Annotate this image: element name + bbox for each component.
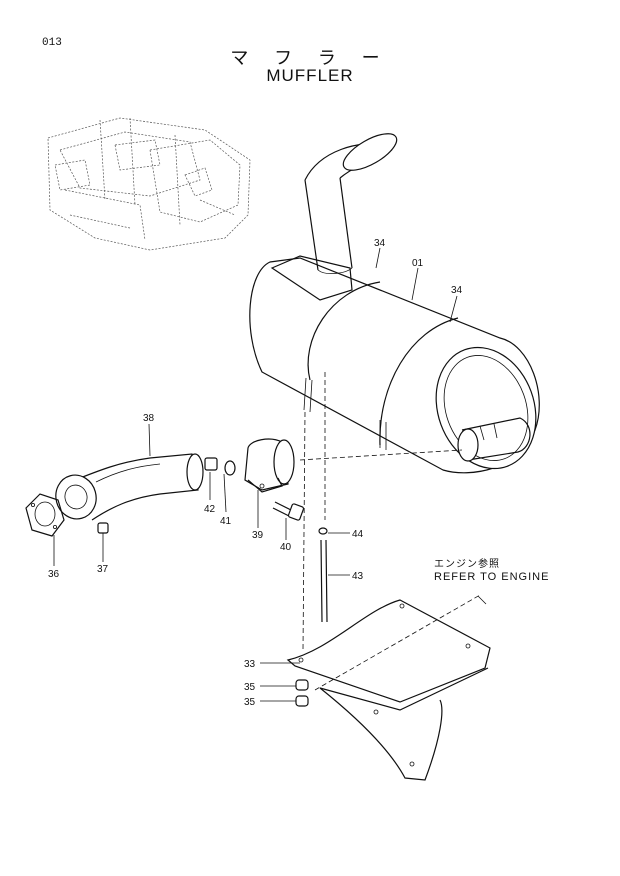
- refer-note-english: REFER TO ENGINE: [434, 571, 550, 583]
- callout-36: 36: [48, 569, 60, 580]
- leader-lines: [53, 247, 487, 702]
- callout-35-lower: 35: [244, 697, 256, 708]
- nut-42: [204, 457, 218, 471]
- callout-37: 37: [97, 564, 109, 575]
- callout-40: 40: [280, 542, 292, 553]
- muffler-body: [249, 133, 540, 474]
- title-english: MUFFLER: [266, 66, 354, 85]
- washer-44: [318, 527, 328, 535]
- callout-38: 38: [143, 413, 155, 424]
- washer-41: [224, 460, 236, 476]
- callout-44: 44: [352, 529, 364, 540]
- title-japanese: マ フ ラ ー: [230, 48, 390, 69]
- callout-34-upper: 34: [374, 238, 386, 249]
- refer-note-japanese: エンジン参照: [434, 559, 500, 570]
- gasket: [25, 493, 65, 537]
- refer-to-engine-note: エンジン参照 REFER TO ENGINE: [434, 558, 549, 584]
- stud-43: [320, 539, 328, 623]
- muffler-bracket: [286, 599, 491, 781]
- nut-35-lower: [295, 695, 309, 707]
- callout-34-lower: 34: [451, 285, 463, 296]
- pipe-clamp: [244, 438, 295, 493]
- exhaust-pipe: [55, 453, 204, 521]
- callout-43: 43: [352, 571, 364, 582]
- callout-39: 39: [252, 530, 264, 541]
- callout-41: 41: [220, 516, 232, 527]
- callout-42: 42: [204, 504, 216, 515]
- page-number: 013: [42, 37, 62, 49]
- machine-location-thumbnail: [47, 117, 251, 251]
- bolt-40: [272, 501, 305, 521]
- callout-33: 33: [244, 659, 256, 670]
- callout-01: 01: [412, 258, 424, 269]
- callout-35-upper: 35: [244, 682, 256, 693]
- nut-37: [97, 522, 109, 534]
- nut-35-upper: [295, 679, 309, 691]
